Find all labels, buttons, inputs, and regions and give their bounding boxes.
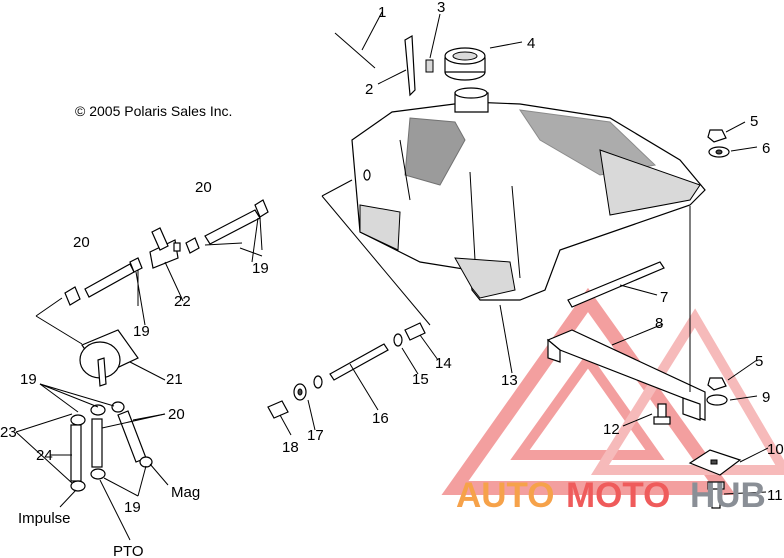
callout-16: 16 (372, 410, 389, 427)
leader-lines (15, 11, 769, 541)
callout-12: 12 (603, 421, 620, 438)
callout-2: 2 (365, 81, 373, 98)
callout-22: 22 (174, 293, 191, 310)
callout-20c: 20 (168, 406, 185, 423)
callout-11: 11 (767, 487, 783, 504)
callouts: 1 2 3 4 5 6 7 8 5 9 10 11 12 13 14 15 16… (0, 0, 784, 516)
callout-19c: 19 (20, 371, 37, 388)
label-impulse: Impulse (18, 510, 71, 527)
callout-21: 21 (166, 371, 183, 388)
callout-20b: 20 (73, 234, 90, 251)
callout-20a: 20 (195, 179, 212, 196)
bolt (707, 481, 725, 509)
callout-13: 13 (501, 372, 518, 389)
svg-text:MOTO: MOTO (566, 476, 670, 515)
fuel-valve (149, 227, 181, 269)
callout-19a: 19 (252, 260, 269, 277)
bracket (404, 34, 416, 97)
svg-text:AUTO: AUTO (456, 476, 555, 515)
svg-text:HUB: HUB (690, 476, 766, 515)
callout-19d: 19 (124, 499, 141, 516)
bolt-12 (653, 403, 671, 425)
callout-3: 3 (437, 0, 445, 16)
tank-bracket (546, 329, 706, 421)
guide-line (321, 195, 431, 326)
washer-lower (706, 394, 728, 406)
callout-5b: 5 (755, 353, 763, 370)
vent-line (334, 32, 376, 69)
callout-4: 4 (527, 35, 535, 52)
fuel-pump (79, 329, 139, 387)
callout-23: 23 (0, 424, 17, 441)
lower-fittings (70, 401, 153, 492)
label-pto: PTO (113, 543, 144, 558)
callout-8: 8 (655, 315, 663, 332)
watermark-text: AUTO MOTO HUB (456, 476, 766, 515)
callout-6: 6 (762, 140, 770, 157)
hoses (64, 199, 269, 306)
callout-15: 15 (412, 371, 429, 388)
strap-pad (567, 261, 665, 308)
bracket-lines (35, 297, 83, 345)
callout-24: 24 (36, 447, 53, 464)
callout-19b: 19 (133, 323, 150, 340)
nut (707, 129, 727, 143)
copyright: © 2005 Polaris Sales Inc. (75, 103, 232, 119)
fuel-cap (444, 47, 486, 81)
clip (425, 59, 434, 73)
callout-5: 5 (750, 113, 758, 130)
fuel-line-assembly (267, 322, 426, 419)
callout-18: 18 (282, 439, 299, 456)
callout-14: 14 (435, 355, 452, 372)
watermark-logo (441, 287, 784, 495)
fuel-tank (351, 87, 706, 301)
callout-1: 1 (378, 4, 386, 21)
callout-9: 9 (762, 389, 770, 406)
callout-17: 17 (307, 427, 324, 444)
callout-7: 7 (660, 289, 668, 306)
callout-10: 10 (767, 441, 784, 458)
label-mag: Mag (171, 484, 200, 501)
nut-lower (707, 377, 727, 391)
